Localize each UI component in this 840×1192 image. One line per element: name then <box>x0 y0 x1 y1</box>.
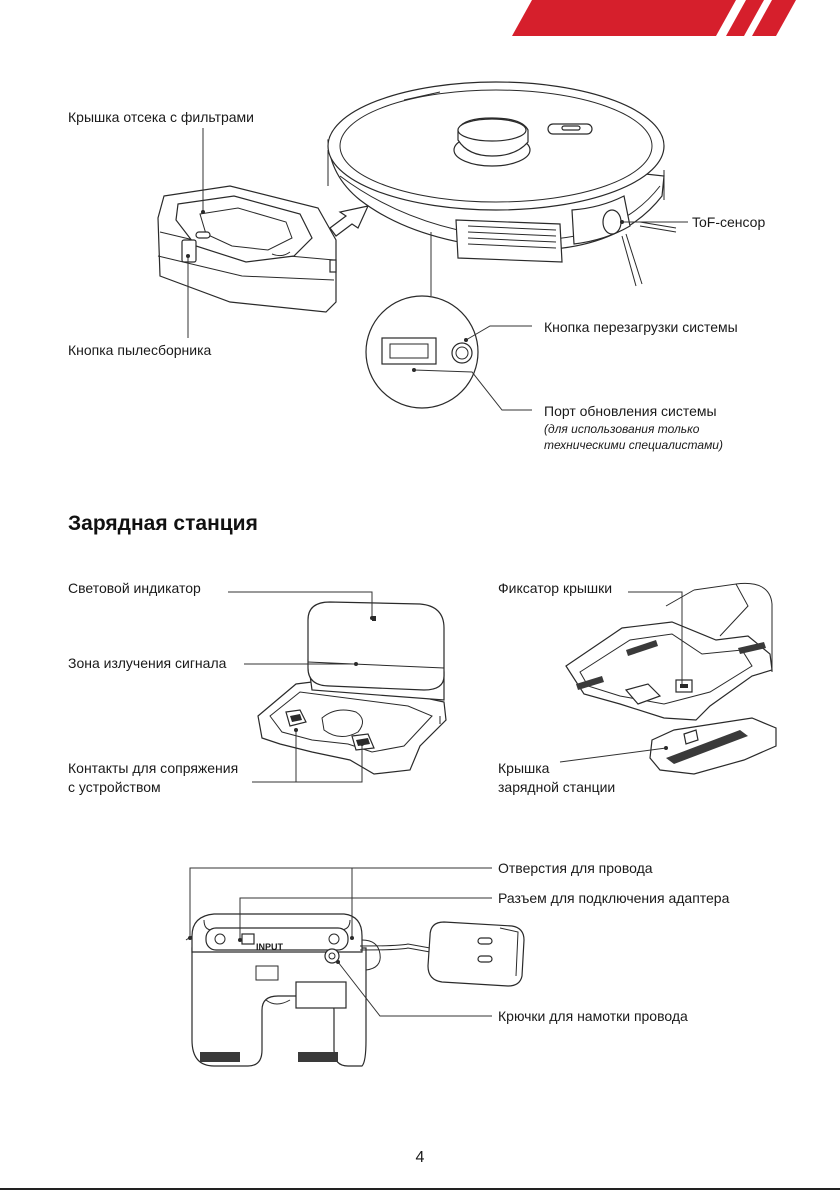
label-dustbin-button: Кнопка пылесборника <box>68 342 212 358</box>
dustbin-illustration <box>157 185 337 313</box>
footer-rule <box>0 1188 840 1190</box>
section-heading: Зарядная станция <box>68 512 258 535</box>
label-cable-hooks: Крючки для намотки провода <box>498 1008 688 1024</box>
insert-arrow <box>329 205 370 237</box>
input-marking: INPUT <box>256 942 283 952</box>
robot-illustration <box>327 81 677 287</box>
label-contacts-line-1: Контакты для сопряжения <box>68 760 239 776</box>
label-update-port-note-2: техническими специалистами) <box>544 438 723 452</box>
label-signal-zone: Зона излучения сигнала <box>68 655 227 671</box>
reset-detail-illustration <box>365 232 479 409</box>
label-station-cover-line-2: зарядной станции <box>498 779 616 795</box>
page-number: 4 <box>415 1149 425 1166</box>
leader-lines <box>186 128 688 1017</box>
label-update-port: Порт обновления системы <box>544 403 717 419</box>
label-station-cover-line-1: Крышка <box>498 760 550 776</box>
charging-station-illustration <box>257 601 447 775</box>
label-cover-latch: Фиксатор крышки <box>498 580 613 596</box>
header-stripes <box>512 0 796 36</box>
label-contacts-line-2: с устройством <box>68 779 161 795</box>
label-tof-sensor: ToF-сенсор <box>692 214 766 230</box>
label-filter-cover: Крышка отсека с фильтрами <box>68 109 254 125</box>
label-adapter-socket: Разъем для подключения адаптера <box>498 890 730 906</box>
station-underside-illustration <box>565 582 777 775</box>
label-reset-button: Кнопка перезагрузки системы <box>544 319 738 335</box>
label-indicator: Световой индикатор <box>68 580 201 596</box>
label-cable-holes: Отверстия для провода <box>498 860 653 876</box>
station-bottom-illustration <box>185 913 525 1067</box>
label-update-port-note-1: (для использования только <box>544 422 700 436</box>
